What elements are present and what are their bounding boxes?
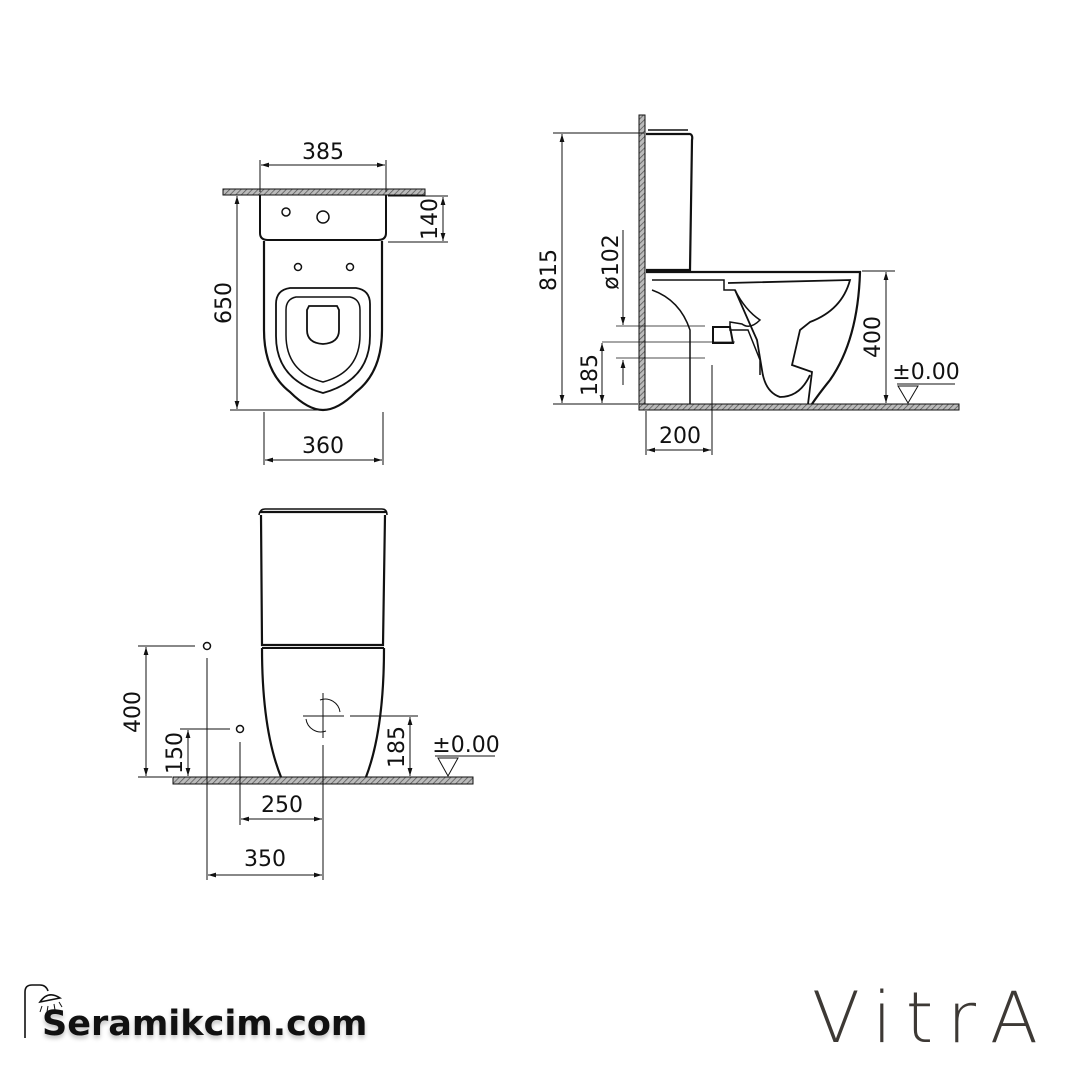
dim-185-front: 185	[385, 726, 410, 768]
dim-200: 200	[659, 424, 701, 449]
dim-150: 150	[163, 732, 188, 774]
dim-360: 360	[302, 434, 344, 459]
dim-400-front: 400	[121, 691, 146, 733]
dim-o102: ø102	[599, 234, 624, 289]
dim-250: 250	[261, 793, 303, 818]
dim-385: 385	[302, 140, 344, 165]
front-view: 400 150 185 ±0.00 250 350	[121, 508, 500, 880]
dim-140: 140	[418, 198, 443, 240]
vitra-text: VitrA	[812, 977, 1052, 1059]
vitra-logo: VitrA	[812, 982, 1062, 1054]
top-view: 385 140 650 360	[212, 140, 448, 465]
dim-815: 815	[537, 249, 562, 291]
seramikcim-logo: Seramikcim.com	[22, 982, 402, 1052]
dim-185: 185	[578, 354, 603, 396]
seramikcim-text: Seramikcim.com	[42, 1004, 368, 1044]
shower-head-icon	[24, 984, 63, 1038]
floor-level-label-front: ±0.00	[432, 733, 499, 758]
floor-level-label: ±0.00	[892, 360, 959, 385]
dim-350: 350	[244, 847, 286, 872]
dim-400: 400	[861, 316, 886, 358]
dim-650: 650	[212, 282, 237, 324]
side-view: 815 ø102 185 400 ±0.00 200	[537, 114, 960, 455]
